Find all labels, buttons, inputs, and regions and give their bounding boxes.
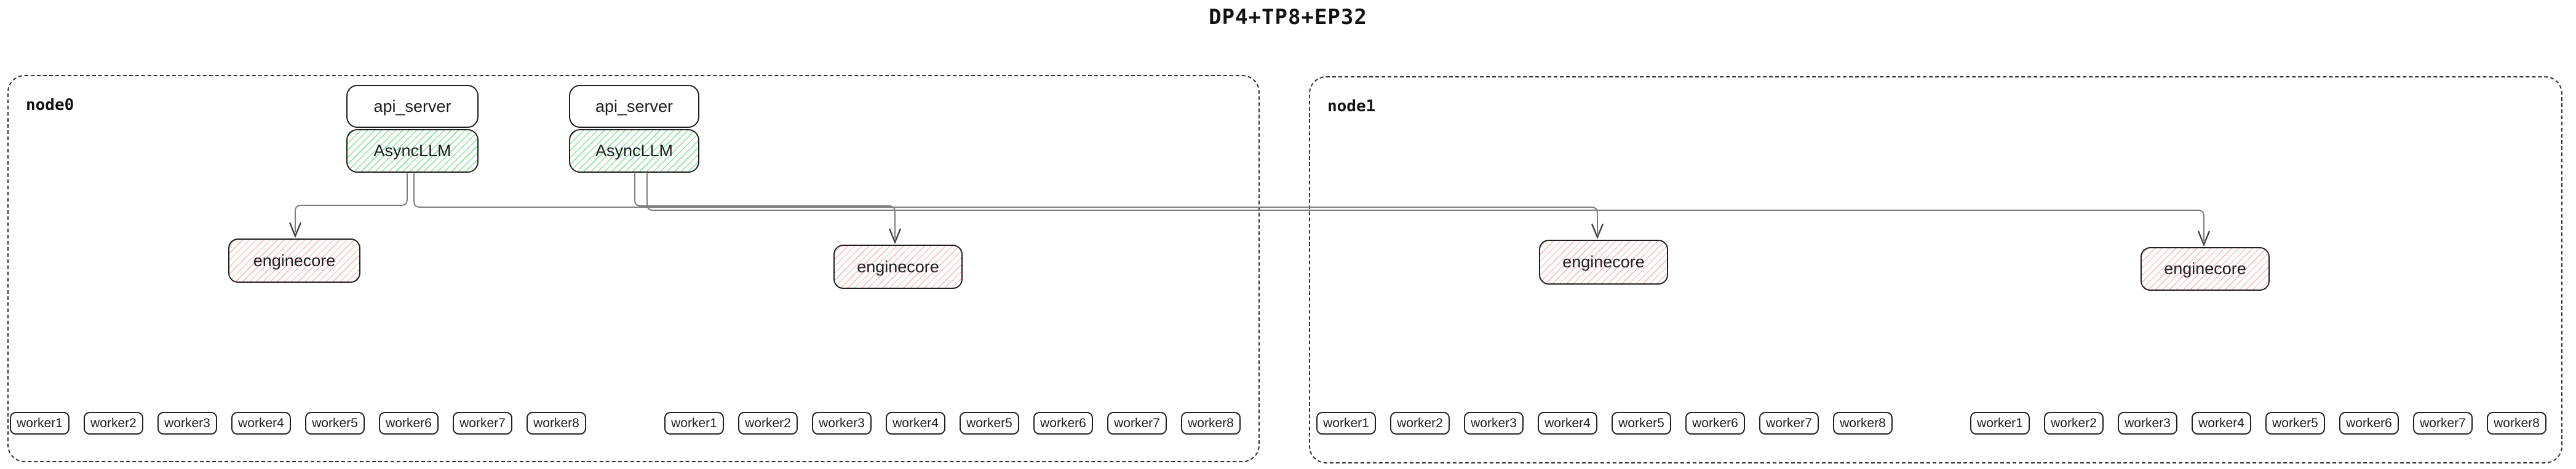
worker-box: worker8 xyxy=(1833,412,1893,435)
worker-box: worker3 xyxy=(1464,412,1524,435)
worker-box: worker1 xyxy=(1316,412,1376,435)
worker-box: worker2 xyxy=(2044,412,2104,435)
arrowhead-enginecore-n0a xyxy=(288,222,302,238)
node1-label: node1 xyxy=(1327,97,1376,116)
worker-row-node0-a: worker1 worker2 worker3 worker4 worker5 worke… xyxy=(10,412,600,435)
api-server-box-2: api_server xyxy=(569,85,699,128)
worker-box: worker4 xyxy=(1538,412,1597,435)
worker-row-node1-a: worker1 worker2 worker3 worker4 worker5 worke… xyxy=(1316,412,1907,435)
worker-box: worker3 xyxy=(812,412,872,435)
node0-label: node0 xyxy=(26,96,74,114)
edge-asyncllm1-enginecore-n0a xyxy=(295,173,408,232)
arrowhead-enginecore-n0b xyxy=(888,228,902,245)
worker-box: worker4 xyxy=(886,412,945,435)
arrowhead-enginecore-n1a xyxy=(1591,223,1604,240)
edge-asyncllm1-enginecore-n1a xyxy=(413,173,1598,234)
worker-box: worker5 xyxy=(1612,412,1671,435)
worker-box: worker6 xyxy=(2339,412,2399,435)
api-server-box-1: api_server xyxy=(346,85,479,128)
worker-box: worker2 xyxy=(1390,412,1450,435)
worker-box: worker2 xyxy=(84,412,143,435)
worker-box: worker7 xyxy=(1107,412,1167,435)
enginecore-box-node1-2: enginecore xyxy=(2141,247,2270,291)
worker-box: worker7 xyxy=(453,412,512,435)
worker-box: worker4 xyxy=(231,412,291,435)
worker-box: worker2 xyxy=(738,412,798,435)
edge-asyncllm2-enginecore-n1b xyxy=(646,173,2204,241)
worker-row-node1-b: worker1 worker2 worker3 worker4 worker5 worke… xyxy=(1970,412,2561,435)
worker-row-node0-b: worker1 worker2 worker3 worker4 worker5 worke… xyxy=(664,412,1255,435)
asyncllm-box-2: AsyncLLM xyxy=(569,129,699,173)
worker-box: worker5 xyxy=(960,412,1019,435)
node1-group-box: node1 xyxy=(1309,76,2562,463)
enginecore-box-node0-2: enginecore xyxy=(833,245,963,289)
worker-box: worker1 xyxy=(664,412,724,435)
worker-box: worker3 xyxy=(157,412,217,435)
arrowhead-enginecore-n1b xyxy=(2197,231,2211,247)
worker-box: worker8 xyxy=(527,412,586,435)
worker-box: worker3 xyxy=(2118,412,2177,435)
enginecore-box-node0-1: enginecore xyxy=(228,238,360,283)
worker-box: worker6 xyxy=(1685,412,1745,435)
worker-box: worker1 xyxy=(10,412,70,435)
worker-box: worker7 xyxy=(2413,412,2473,435)
worker-box: worker5 xyxy=(2265,412,2325,435)
worker-box: worker7 xyxy=(1759,412,1819,435)
diagram-title: DP4+TP8+EP32 xyxy=(1209,5,1367,30)
node0-group-box: node0 xyxy=(7,75,1260,462)
worker-box: worker4 xyxy=(2192,412,2251,435)
worker-box: worker1 xyxy=(1970,412,2030,435)
edge-asyncllm2-enginecore-n0b xyxy=(634,173,896,238)
worker-box: worker5 xyxy=(305,412,365,435)
worker-box: worker6 xyxy=(1033,412,1093,435)
worker-box: worker8 xyxy=(2487,412,2546,435)
worker-box: worker6 xyxy=(379,412,439,435)
enginecore-box-node1-1: enginecore xyxy=(1539,240,1668,285)
worker-box: worker8 xyxy=(1181,412,1241,435)
asyncllm-box-1: AsyncLLM xyxy=(346,129,479,173)
